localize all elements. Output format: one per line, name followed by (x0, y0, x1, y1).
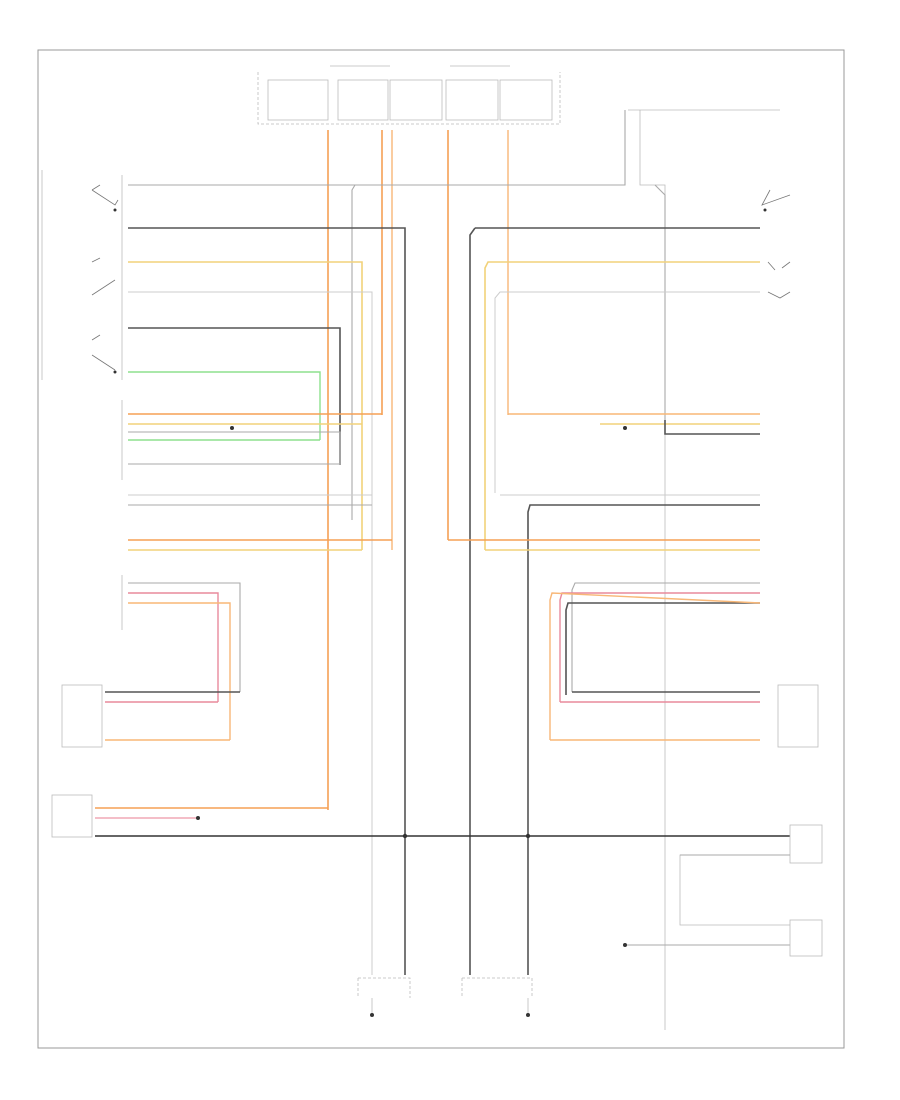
info-bracket (639, 110, 666, 1030)
ground-points (357, 950, 533, 1017)
battery-rows (128, 539, 760, 551)
trunk-wires (327, 130, 509, 810)
driver-switch-symbols (91, 184, 119, 374)
passenger-lower-rows (549, 582, 819, 748)
passenger-switch-wires (469, 227, 760, 950)
fuse-block (257, 65, 561, 125)
remote-module-rows (51, 794, 823, 864)
driver-module-rows (121, 400, 382, 480)
passenger-switch-symbols (761, 189, 791, 299)
passenger-module-rows (508, 413, 760, 435)
diagram-frame (37, 49, 845, 1049)
driver-lower-rows (61, 575, 241, 748)
driver-switch-wires (128, 227, 406, 950)
